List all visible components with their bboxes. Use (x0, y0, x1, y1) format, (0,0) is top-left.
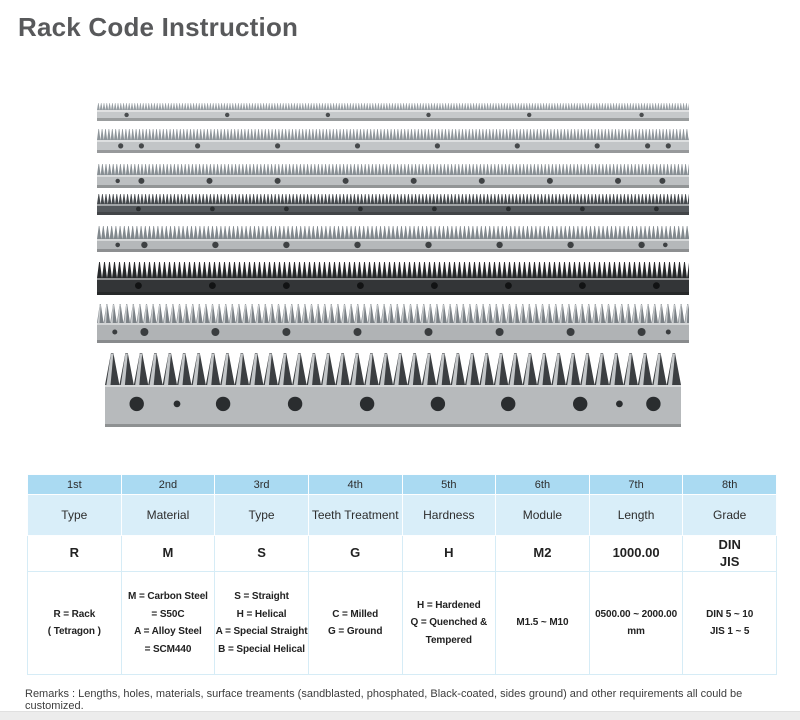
example-cell: H (401, 535, 497, 572)
rack-photo-7 (97, 304, 689, 343)
detail-cell: H = Hardened Q = Quenched & Tempered (401, 571, 497, 675)
example-cell: M2 (495, 535, 590, 572)
example-cell: R (27, 535, 122, 572)
rack-code-table: 1st 2nd 3rd 4th 5th 6th 7th 8th Type Mat… (27, 474, 777, 675)
position-cell: 7th (588, 474, 684, 495)
field-cell: Material (120, 494, 216, 536)
detail-cell: M1.5 ~ M10 (495, 571, 590, 675)
example-cell: M (120, 535, 216, 572)
page-title: Rack Code Instruction (18, 12, 299, 42)
detail-cell: S = Straight H = Helical A = Special Str… (214, 571, 309, 675)
table-row-example: R M S G H M2 1000.00 DIN JIS (27, 535, 777, 572)
example-cell: DIN JIS (682, 535, 777, 572)
rack-photo-1 (97, 103, 689, 121)
rack-photo-8 (105, 353, 681, 427)
field-cell: Grade (682, 494, 777, 536)
field-cell: Module (495, 494, 590, 536)
detail-cell: DIN 5 ~ 10 JIS 1 ~ 5 (682, 571, 777, 675)
footer-strip (0, 711, 800, 720)
field-cell: Hardness (401, 494, 497, 536)
example-cell: G (307, 535, 403, 572)
field-cell: Type (214, 494, 309, 536)
table-row-fields: Type Material Type Teeth Treatment Hardn… (27, 494, 777, 536)
rack-photo-2 (97, 129, 689, 153)
field-cell: Teeth Treatment (307, 494, 403, 536)
position-cell: 1st (27, 474, 122, 495)
rack-image-gallery (97, 102, 689, 427)
field-cell: Length (588, 494, 684, 536)
position-cell: 8th (682, 474, 777, 495)
rack-photo-6 (97, 262, 689, 295)
position-cell: 2nd (120, 474, 216, 495)
position-cell: 6th (495, 474, 590, 495)
position-cell: 4th (307, 474, 403, 495)
table-row-positions: 1st 2nd 3rd 4th 5th 6th 7th 8th (27, 474, 777, 495)
example-cell: S (214, 535, 309, 572)
detail-cell: R = Rack ( Tetragon ) (27, 571, 122, 675)
table-row-details: R = Rack ( Tetragon ) M = Carbon Steel =… (27, 571, 777, 675)
detail-cell: C = Milled G = Ground (307, 571, 403, 675)
example-cell: 1000.00 (588, 535, 684, 572)
rack-photo-3 (97, 164, 689, 188)
rack-photo-5 (97, 226, 689, 252)
position-cell: 3rd (214, 474, 309, 495)
position-cell: 5th (401, 474, 497, 495)
field-cell: Type (27, 494, 122, 536)
rack-photo-4 (97, 194, 689, 215)
detail-cell: 0500.00 ~ 2000.00 mm (588, 571, 684, 675)
detail-cell: M = Carbon Steel = S50C A = Alloy Steel … (120, 571, 216, 675)
remarks-text: Remarks : Lengths, holes, materials, sur… (25, 688, 743, 712)
